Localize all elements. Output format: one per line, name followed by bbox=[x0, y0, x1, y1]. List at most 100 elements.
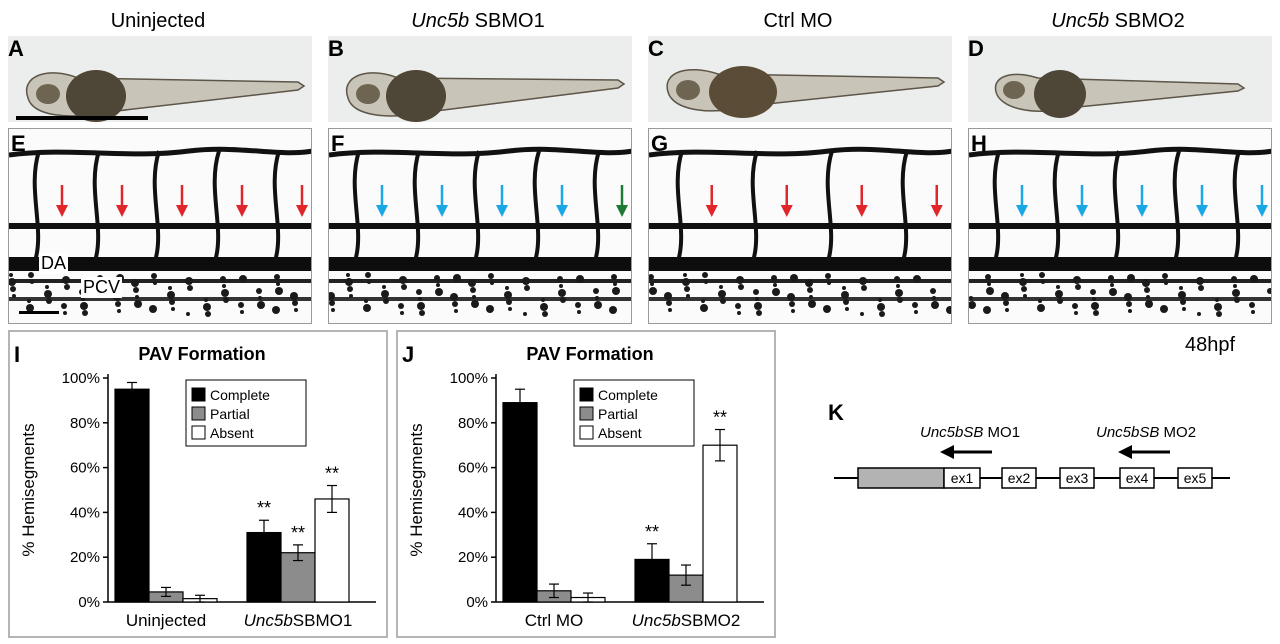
chart-title: PAV Formation bbox=[138, 344, 265, 364]
y-axis-label: % Hemisegments bbox=[407, 423, 426, 556]
mo1-arrow-icon bbox=[940, 445, 992, 459]
embryo-image-a: A bbox=[8, 36, 312, 122]
scale-bar bbox=[19, 311, 59, 314]
mo2-arrow-icon bbox=[1118, 445, 1170, 459]
y-tick-label: 40% bbox=[458, 504, 488, 521]
arrow-icon bbox=[556, 185, 568, 217]
bar-chart: PAV Formation% Hemisegments0%20%40%60%80… bbox=[19, 344, 376, 630]
mo2-label: Unc5bSB MO2 bbox=[1096, 424, 1197, 441]
y-tick-label: 40% bbox=[70, 504, 100, 521]
y-tick-label: 0% bbox=[466, 594, 488, 611]
legend-label: Absent bbox=[210, 425, 254, 441]
column-gene: Unc5b bbox=[411, 10, 470, 32]
arrow-icon bbox=[855, 185, 868, 217]
error-bar bbox=[161, 586, 171, 597]
embryo-image-c: C bbox=[648, 36, 952, 122]
error-bar bbox=[195, 594, 205, 603]
utr-box bbox=[857, 467, 945, 489]
scale-bar bbox=[16, 116, 148, 120]
column-label: SBMO1 bbox=[469, 10, 545, 32]
bar-chart: PAV Formation% Hemisegments0%20%40%60%80… bbox=[407, 344, 764, 630]
embryo-image-b: B bbox=[328, 36, 632, 122]
y-tick-label: 0% bbox=[78, 594, 100, 611]
legend-swatch bbox=[191, 425, 206, 440]
error-bar bbox=[583, 592, 593, 603]
legend-swatch bbox=[191, 406, 206, 421]
bar-absent bbox=[702, 444, 738, 603]
arrow-icon bbox=[780, 185, 793, 217]
exon-label: ex2 bbox=[1008, 470, 1031, 486]
timepoint-label: 48hpf bbox=[1185, 334, 1236, 356]
significance-label: ** bbox=[713, 408, 727, 428]
vessel-image-e: E DA PCV bbox=[8, 128, 312, 324]
arrow-icon bbox=[616, 185, 628, 217]
panel-letter: D bbox=[968, 36, 984, 61]
exon-box: ex3 bbox=[1059, 467, 1095, 489]
vessel-network bbox=[969, 146, 1271, 317]
column-label: SBMO2 bbox=[1109, 10, 1185, 32]
error-bar bbox=[681, 564, 691, 586]
panel-letter: I bbox=[14, 342, 21, 367]
significance-label: ** bbox=[325, 464, 339, 484]
x-group-label: Unc5bSBMO1 bbox=[244, 611, 353, 630]
panel-letter: C bbox=[648, 36, 664, 61]
exon-label: ex5 bbox=[1184, 470, 1207, 486]
gene-diagram: ex1 ex2 ex3 ex4 ex5 bbox=[834, 445, 1230, 489]
embryo-illustration bbox=[25, 70, 306, 122]
vessel-image-f: F bbox=[328, 128, 632, 324]
vessel-image-g: G bbox=[648, 128, 952, 324]
exon-box: ex4 bbox=[1119, 467, 1155, 489]
arrow-icon bbox=[296, 185, 308, 217]
error-bar bbox=[715, 428, 725, 462]
y-tick-label: 20% bbox=[458, 549, 488, 566]
legend-swatch bbox=[579, 387, 594, 402]
error-bar bbox=[647, 543, 657, 576]
embryo-illustration bbox=[994, 70, 1246, 118]
panel-letter: K bbox=[828, 400, 844, 425]
error-bar bbox=[549, 583, 559, 599]
legend-label: Partial bbox=[210, 406, 250, 422]
legend-label: Complete bbox=[210, 387, 270, 403]
embryo-illustration bbox=[345, 70, 626, 122]
pcv-label: PCV bbox=[81, 277, 123, 298]
y-axis-label: % Hemisegments bbox=[19, 423, 38, 556]
exon-box: ex2 bbox=[1001, 467, 1037, 489]
arrow-icon bbox=[436, 185, 448, 217]
error-bar bbox=[259, 519, 269, 546]
legend-label: Absent bbox=[598, 425, 642, 441]
vessel-image-h: H bbox=[968, 128, 1272, 324]
vessel-network bbox=[329, 146, 631, 317]
arrow-icon bbox=[376, 185, 388, 217]
y-tick-label: 20% bbox=[70, 549, 100, 566]
vessel-network bbox=[649, 146, 951, 317]
arrow-icon bbox=[236, 185, 248, 217]
column-header-sbmo1: Unc5b SBMO1 bbox=[328, 10, 628, 33]
error-bar bbox=[327, 484, 337, 513]
arrow-icon bbox=[176, 185, 188, 217]
exon-label: ex3 bbox=[1066, 470, 1089, 486]
vessel-illustration bbox=[969, 146, 1271, 317]
arrow-icon bbox=[1136, 185, 1148, 217]
panel-letter: J bbox=[402, 342, 415, 367]
column-header-sbmo2: Unc5b SBMO2 bbox=[968, 10, 1268, 33]
arrow-icon bbox=[116, 185, 128, 217]
exon-box: ex5 bbox=[1177, 467, 1213, 489]
panel-letter: B bbox=[328, 36, 344, 61]
vessel-network bbox=[9, 146, 311, 317]
panel-letter: G bbox=[651, 131, 669, 156]
arrow-icon bbox=[1076, 185, 1088, 217]
error-bar bbox=[127, 381, 137, 397]
exon-label: ex4 bbox=[1126, 470, 1149, 486]
legend-label: Partial bbox=[598, 406, 638, 422]
bar-complete bbox=[502, 402, 538, 603]
y-tick-label: 60% bbox=[458, 460, 488, 477]
bar-absent bbox=[314, 498, 350, 603]
panel-letter: E bbox=[11, 131, 26, 156]
column-label: Ctrl MO bbox=[763, 10, 833, 32]
vessel-illustration bbox=[9, 146, 311, 317]
exon-label: ex1 bbox=[951, 470, 974, 486]
